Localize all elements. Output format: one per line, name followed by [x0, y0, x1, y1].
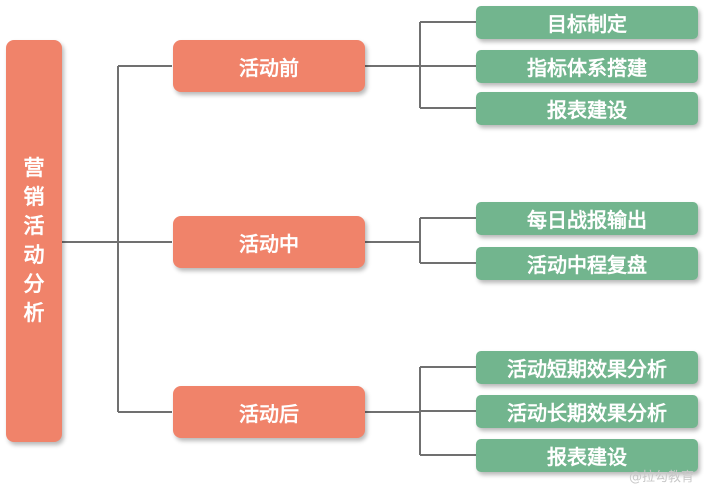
root-label-char: 营 — [23, 156, 45, 180]
leaf-node: 活动长期效果分析 — [476, 395, 698, 428]
root-label-char: 销 — [23, 185, 45, 209]
leaf-node: 报表建设 — [476, 439, 698, 472]
phase-node-before: 活动前 — [173, 40, 365, 92]
watermark-text: @拉勾教育 — [628, 470, 694, 485]
root-node: 营销活动分析 — [6, 40, 62, 442]
root-label-char: 分 — [23, 272, 45, 296]
leaf-node: 活动中程复盘 — [476, 247, 698, 280]
root-label-char: 动 — [23, 243, 45, 267]
root-label-char: 析 — [23, 301, 45, 325]
leaf-node: 指标体系搭建 — [476, 50, 698, 83]
leaf-node: 每日战报输出 — [476, 202, 698, 235]
phase-node-after: 活动后 — [173, 386, 365, 438]
leaf-node: 目标制定 — [476, 6, 698, 39]
phase-node-during: 活动中 — [173, 216, 365, 268]
leaf-node: 活动短期效果分析 — [476, 351, 698, 384]
leaf-node: 报表建设 — [476, 92, 698, 125]
root-label-char: 活 — [23, 214, 45, 238]
